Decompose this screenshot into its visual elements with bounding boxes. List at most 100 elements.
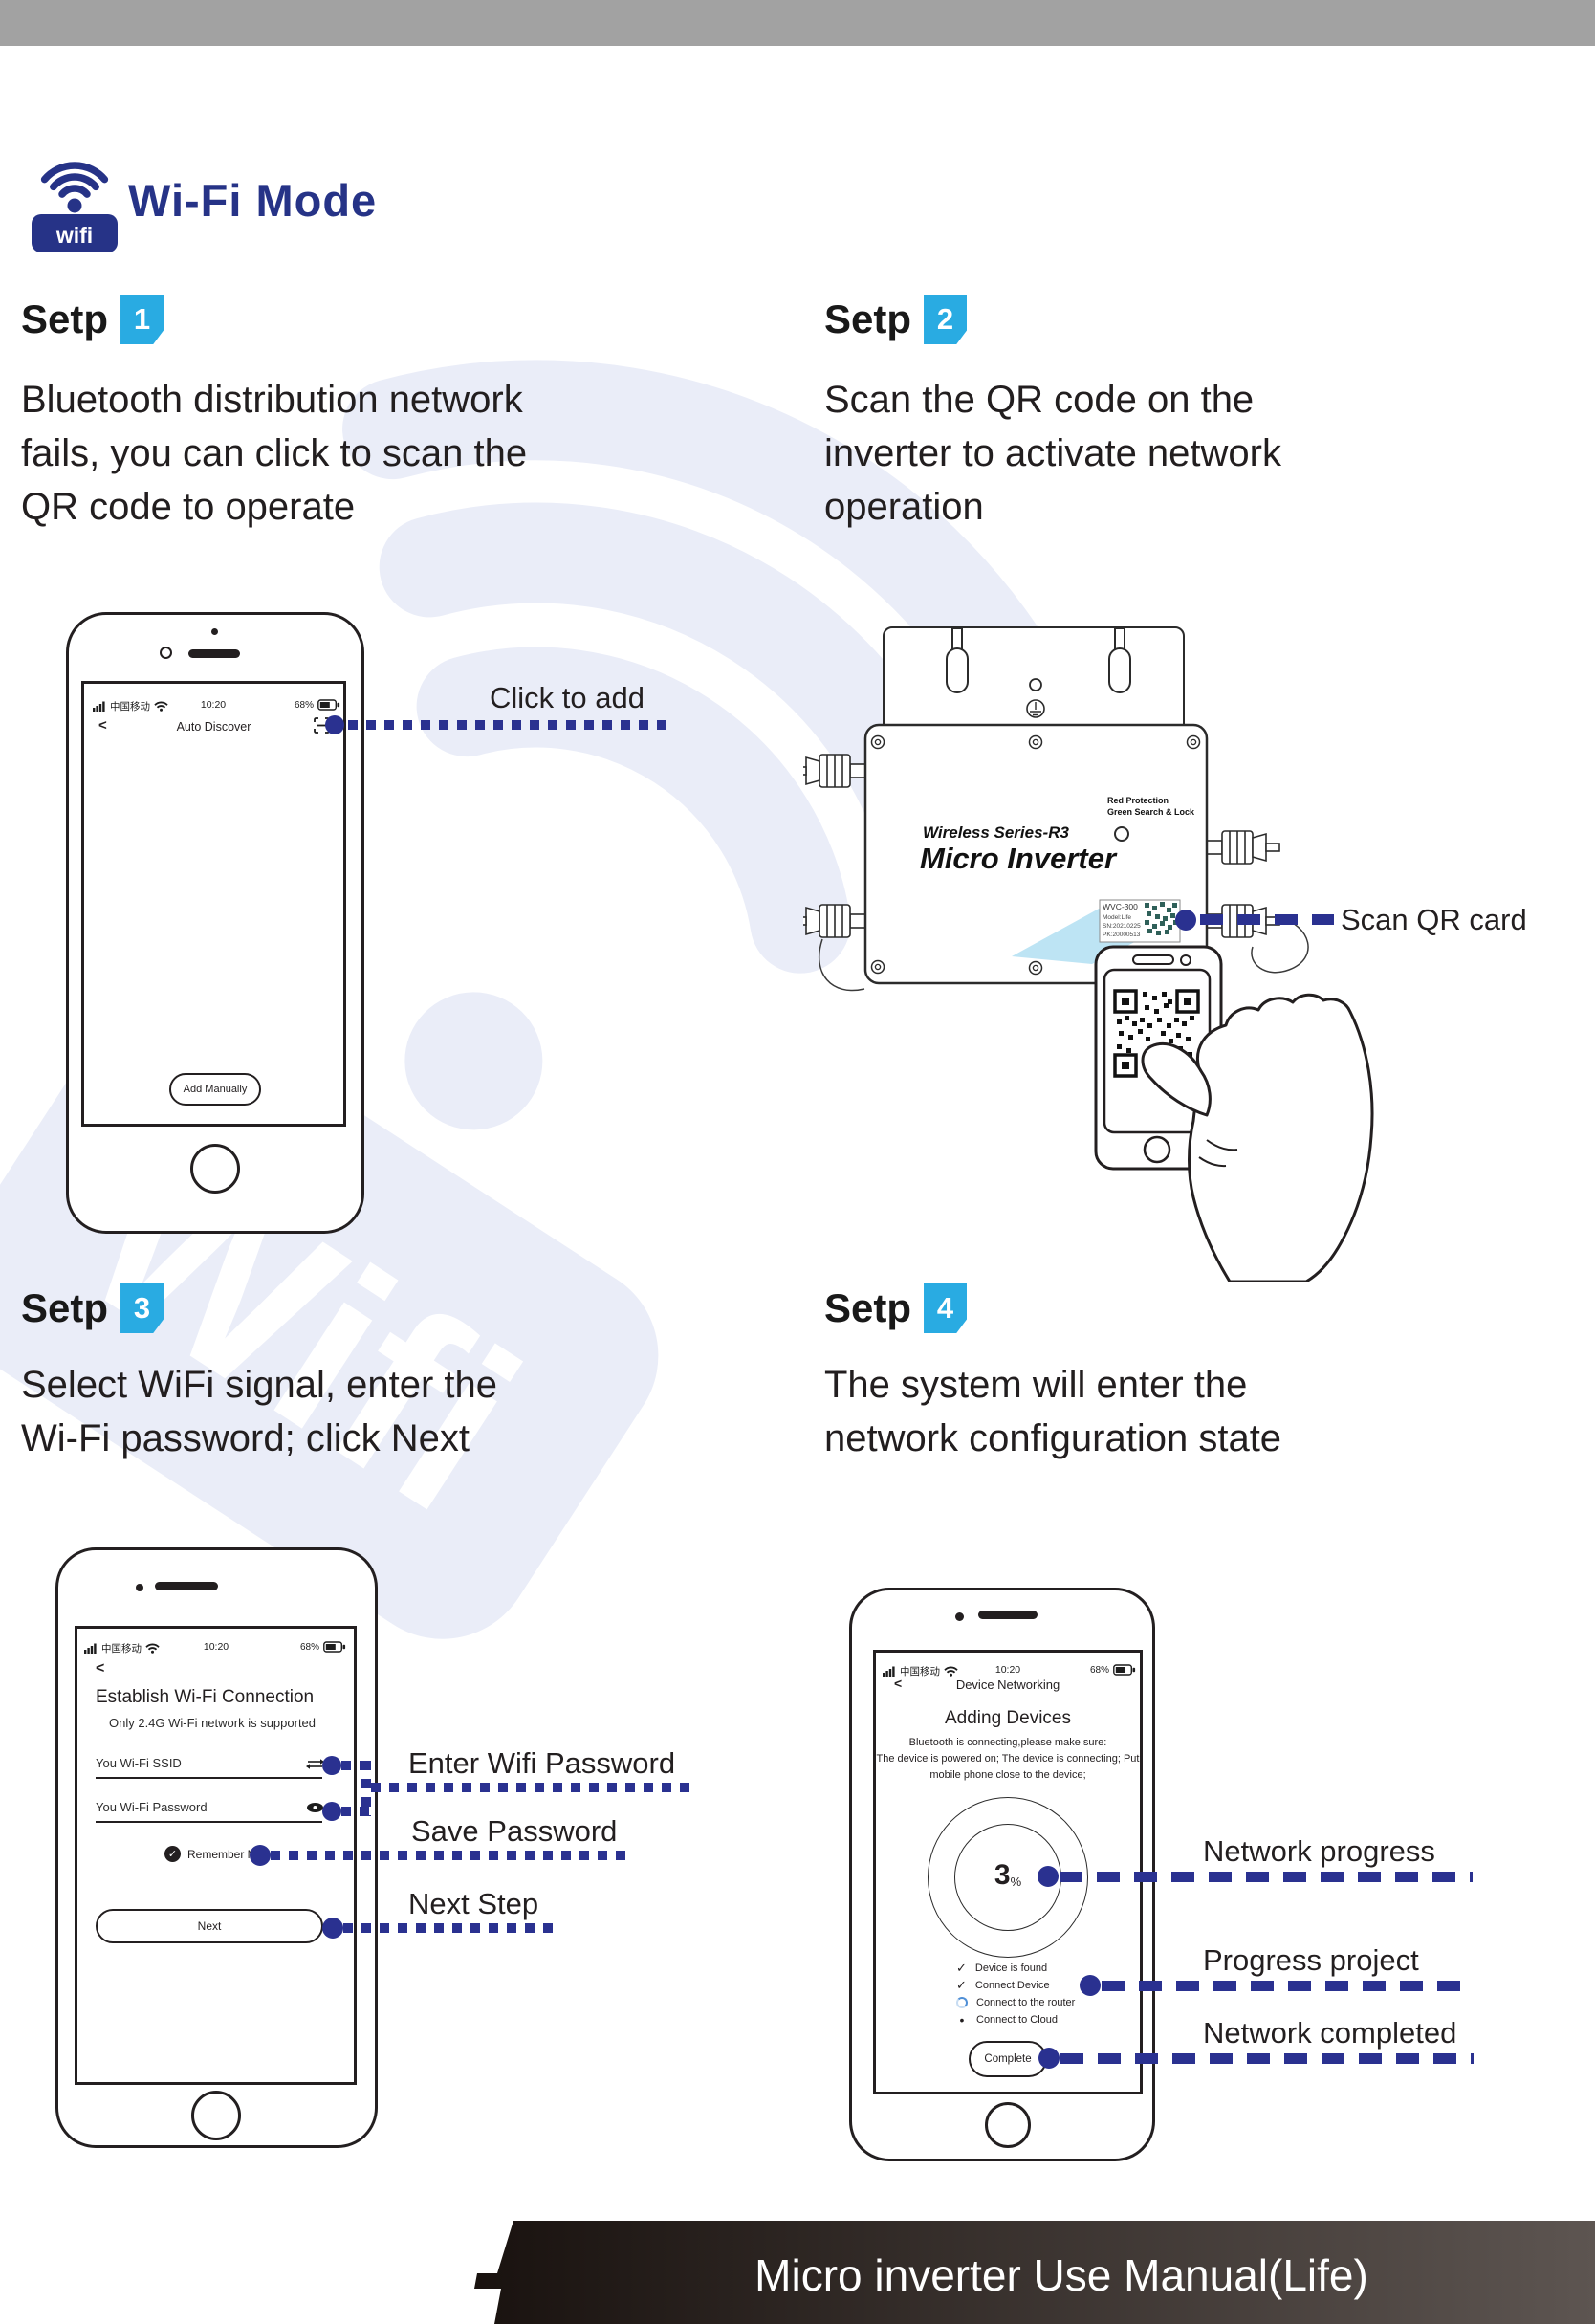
- network-progress-line: [1060, 1872, 1473, 1882]
- progress-percent-sign: %: [1010, 1875, 1022, 1889]
- network-progress-annotation: Network progress: [1203, 1834, 1435, 1868]
- footer-title: Micro inverter Use Manual(Life): [754, 2250, 1368, 2300]
- step1-number-badge: 1: [120, 295, 164, 344]
- phone4-speaker: [978, 1611, 1038, 1619]
- step1-word: Setp: [21, 296, 109, 341]
- password-dot: [322, 1802, 341, 1821]
- field-connector-vertical: [361, 1761, 371, 1816]
- label-model-no: WVC-300: [1103, 902, 1138, 911]
- enter-password-annotation: Enter Wifi Password: [408, 1746, 676, 1780]
- progress-project-line: [1102, 1981, 1473, 1991]
- phone1-back-chevron[interactable]: <: [98, 717, 107, 734]
- step1-text: Bluetooth distribution network fails, yo…: [21, 379, 528, 528]
- step2-word: Setp: [824, 296, 912, 341]
- wifi-ssid-field[interactable]: You Wi-Fi SSID: [96, 1756, 182, 1770]
- battery-icon: [317, 699, 340, 711]
- dc-connector-left-top: [803, 754, 866, 788]
- click-to-add-annotation: Click to add: [490, 681, 645, 714]
- adding-devices-instructions: Bluetooth is connecting,please make sure…: [863, 1735, 1152, 1784]
- password-underline: [96, 1821, 322, 1823]
- check-label: Connect Device: [974, 1980, 1050, 1991]
- phone4-back-chevron[interactable]: <: [894, 1676, 903, 1691]
- swap-network-icon[interactable]: [306, 1758, 324, 1770]
- phone4-statusbar-left: 中国移动: [883, 1664, 958, 1678]
- save-password-line: [271, 1851, 628, 1860]
- phone1-home-button[interactable]: [190, 1144, 240, 1194]
- led-legend-red: Red Protection: [1107, 796, 1169, 805]
- check-icon: ✓: [956, 1961, 967, 1975]
- wifi-password-field[interactable]: You Wi-Fi Password: [96, 1800, 208, 1814]
- phone1-statusbar-left: 中国移动: [93, 699, 168, 713]
- step3-number-badge: 3: [120, 1283, 164, 1333]
- check-row-connect-cloud: • Connect to Cloud: [956, 2012, 1058, 2028]
- phone3-camera-icon: [136, 1584, 143, 1591]
- battery-icon: [323, 1641, 346, 1653]
- bracket-hole: [1029, 678, 1042, 691]
- step4-heading: Setp 4: [824, 1283, 968, 1333]
- led-legend-green: Green Search & Lock: [1107, 807, 1195, 817]
- spinner-icon: [956, 1997, 968, 2008]
- progress-project-dot: [1080, 1975, 1101, 1996]
- phone4-statusbar-right: 68%: [1090, 1664, 1136, 1676]
- hand-holding-phone: [1141, 993, 1374, 1282]
- network-progress-dot: [1038, 1866, 1059, 1887]
- step4-text: The system will enter the network config…: [824, 1364, 1282, 1459]
- check-row-connect-device: ✓ Connect Device: [956, 1978, 1050, 1993]
- add-manually-button[interactable]: Add Manually: [169, 1073, 261, 1106]
- page-title: Wi-Fi Mode: [128, 175, 378, 226]
- phone3-home-button[interactable]: [191, 2091, 241, 2140]
- step2-heading: Setp 2: [824, 295, 968, 344]
- phone2-home-button: [1143, 1135, 1171, 1164]
- dot-icon: •: [959, 2012, 965, 2028]
- phone3-speaker: [155, 1582, 218, 1590]
- battery-percent: 68%: [1090, 1664, 1110, 1676]
- phone3-title: Establish Wi-Fi Connection: [96, 1687, 315, 1707]
- phone4-camera-icon: [955, 1612, 964, 1621]
- ac-connector-right-top: [1206, 830, 1280, 865]
- remember-me-row[interactable]: ✓ Remember Me: [164, 1846, 263, 1862]
- complete-button[interactable]: Complete: [969, 2041, 1047, 2077]
- step3-heading: Setp 3: [21, 1283, 164, 1333]
- phone1-time: 10:20: [200, 699, 227, 711]
- check-row-device-found: ✓ Device is found: [956, 1961, 1047, 1976]
- network-completed-line: [1060, 2053, 1474, 2064]
- signal-icon: [93, 701, 105, 712]
- show-password-eye-icon[interactable]: [306, 1802, 324, 1813]
- phone4-time: 10:20: [994, 1664, 1021, 1676]
- network-completed-annotation: Network completed: [1203, 2016, 1457, 2050]
- instruction-line2: The device is powered on; The device is …: [876, 1753, 1140, 1765]
- carrier-label: 中国移动: [900, 1666, 940, 1677]
- check-label: Connect to Cloud: [976, 2014, 1058, 2026]
- wifi-logo-icon: wifi: [32, 162, 118, 252]
- ssid-connector: [341, 1761, 370, 1770]
- instruction-line3: mobile phone close to the device;: [929, 1769, 1086, 1781]
- label-pk: PK:20000513: [1103, 932, 1141, 938]
- remember-me-checkbox[interactable]: ✓: [164, 1846, 181, 1862]
- progress-number: 3: [994, 1859, 1011, 1891]
- footer-band: [474, 2221, 1595, 2324]
- remember-me-label: Remember Me: [187, 1847, 264, 1861]
- ssid-underline: [96, 1777, 322, 1779]
- next-button[interactable]: Next: [96, 1909, 323, 1943]
- label-type: Model:Life: [1103, 914, 1131, 921]
- scan-qr-dot: [1175, 910, 1196, 931]
- phone3-time: 10:20: [203, 1641, 229, 1653]
- check-label: Connect to the router: [976, 1997, 1076, 2008]
- scan-qr-annotation: Scan QR card: [1341, 903, 1527, 936]
- phone4-home-button[interactable]: [985, 2102, 1031, 2148]
- battery-percent: 68%: [300, 1641, 320, 1653]
- bracket-slots: [946, 627, 1131, 693]
- phone3-back-chevron[interactable]: <: [96, 1660, 105, 1677]
- step3-word: Setp: [21, 1285, 109, 1330]
- signal-icon: [883, 1666, 895, 1677]
- phone2-camera-icon: [1180, 954, 1191, 966]
- instruction-line1: Bluetooth is connecting,please make sure…: [908, 1737, 1107, 1748]
- status-led: [1114, 826, 1129, 842]
- check-row-connect-router: Connect to the router: [956, 1995, 1075, 2010]
- wifi-status-icon: [145, 1643, 160, 1654]
- page-top-strip: [0, 0, 1595, 46]
- phone1-screen: [81, 681, 346, 1127]
- wifi-status-icon: [944, 1666, 958, 1677]
- check-label: Device is found: [974, 1962, 1048, 1974]
